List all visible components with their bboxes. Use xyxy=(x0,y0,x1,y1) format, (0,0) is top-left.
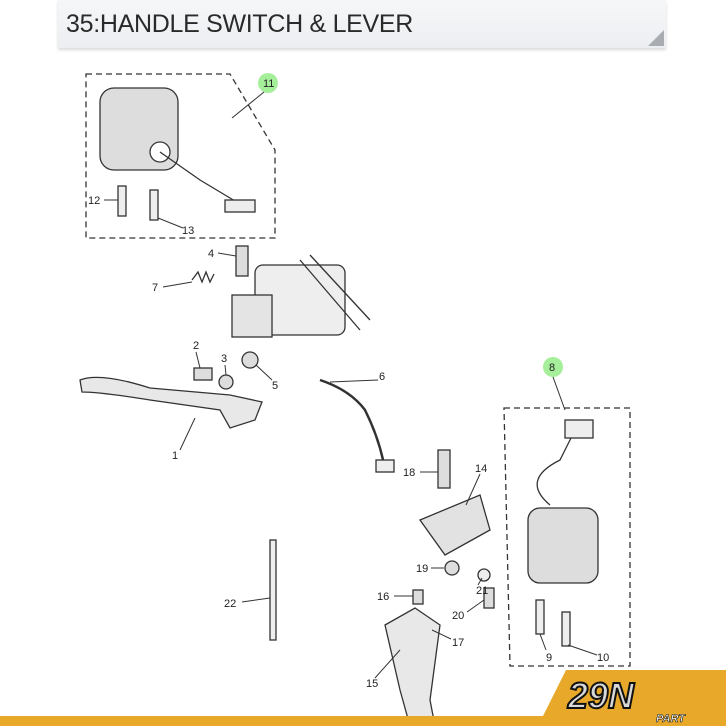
highlight-8 xyxy=(543,357,563,377)
callout-10[interactable]: 10 xyxy=(597,652,609,664)
callout-9[interactable]: 9 xyxy=(546,652,552,664)
logo-sub-text: PART xyxy=(656,713,686,725)
clutch-lever-15 xyxy=(384,607,441,726)
left-handle-switch xyxy=(99,87,256,213)
brake-switch-cable-6 xyxy=(319,378,395,473)
callout-11[interactable]: 11 xyxy=(263,78,274,90)
pin-16 xyxy=(412,589,424,605)
callout-21[interactable]: 21 xyxy=(476,585,488,597)
callout-15[interactable]: 15 xyxy=(366,678,378,690)
screw-10 xyxy=(561,611,571,647)
29n-part-logo: 29N PART xyxy=(538,670,726,726)
callout-3[interactable]: 3 xyxy=(221,353,227,365)
callout-19[interactable]: 19 xyxy=(416,563,428,575)
bolt-4 xyxy=(235,245,249,277)
logo-main-text: 29N xyxy=(567,675,635,716)
callout-4[interactable]: 4 xyxy=(208,248,214,260)
screw-12 xyxy=(117,185,127,217)
bolt-18 xyxy=(437,449,451,489)
nut-19 xyxy=(444,560,460,576)
nut-5 xyxy=(241,351,259,369)
brand-bar xyxy=(0,716,726,726)
callout-2[interactable]: 2 xyxy=(193,340,199,352)
callout-22[interactable]: 22 xyxy=(224,598,236,610)
callout-17[interactable]: 17 xyxy=(452,637,464,649)
spring-7 xyxy=(191,270,215,284)
callout-20[interactable]: 20 xyxy=(452,610,464,622)
lever-holder-14 xyxy=(418,494,491,556)
diagram-header: 35:HANDLE SWITCH & LEVER xyxy=(58,0,666,48)
brake-lever-1 xyxy=(79,376,263,429)
bolt-20 xyxy=(483,587,495,609)
highlight-11 xyxy=(258,73,278,93)
washer-21 xyxy=(477,568,491,582)
callout-16[interactable]: 16 xyxy=(377,591,389,603)
master-cylinder xyxy=(231,254,371,338)
corner-fold-icon xyxy=(648,30,664,46)
callout-8[interactable]: 8 xyxy=(549,362,555,374)
callout-6[interactable]: 6 xyxy=(379,371,385,383)
cable-tie-22 xyxy=(269,539,277,641)
callout-7[interactable]: 7 xyxy=(152,282,158,294)
page-title: 35:HANDLE SWITCH & LEVER xyxy=(66,10,414,38)
bolt-2 xyxy=(193,367,213,381)
screw-9 xyxy=(535,599,545,635)
callout-5[interactable]: 5 xyxy=(272,380,278,392)
callout-1[interactable]: 1 xyxy=(172,450,178,462)
screw-13 xyxy=(149,189,159,221)
nut-3 xyxy=(218,374,234,390)
right-handle-switch xyxy=(527,419,599,584)
callout-12[interactable]: 12 xyxy=(88,195,100,207)
callout-18[interactable]: 18 xyxy=(403,467,415,479)
group-box-8 xyxy=(503,407,631,667)
callout-13[interactable]: 13 xyxy=(182,225,194,237)
callout-14[interactable]: 14 xyxy=(475,463,487,475)
group-box-11 xyxy=(85,73,276,239)
